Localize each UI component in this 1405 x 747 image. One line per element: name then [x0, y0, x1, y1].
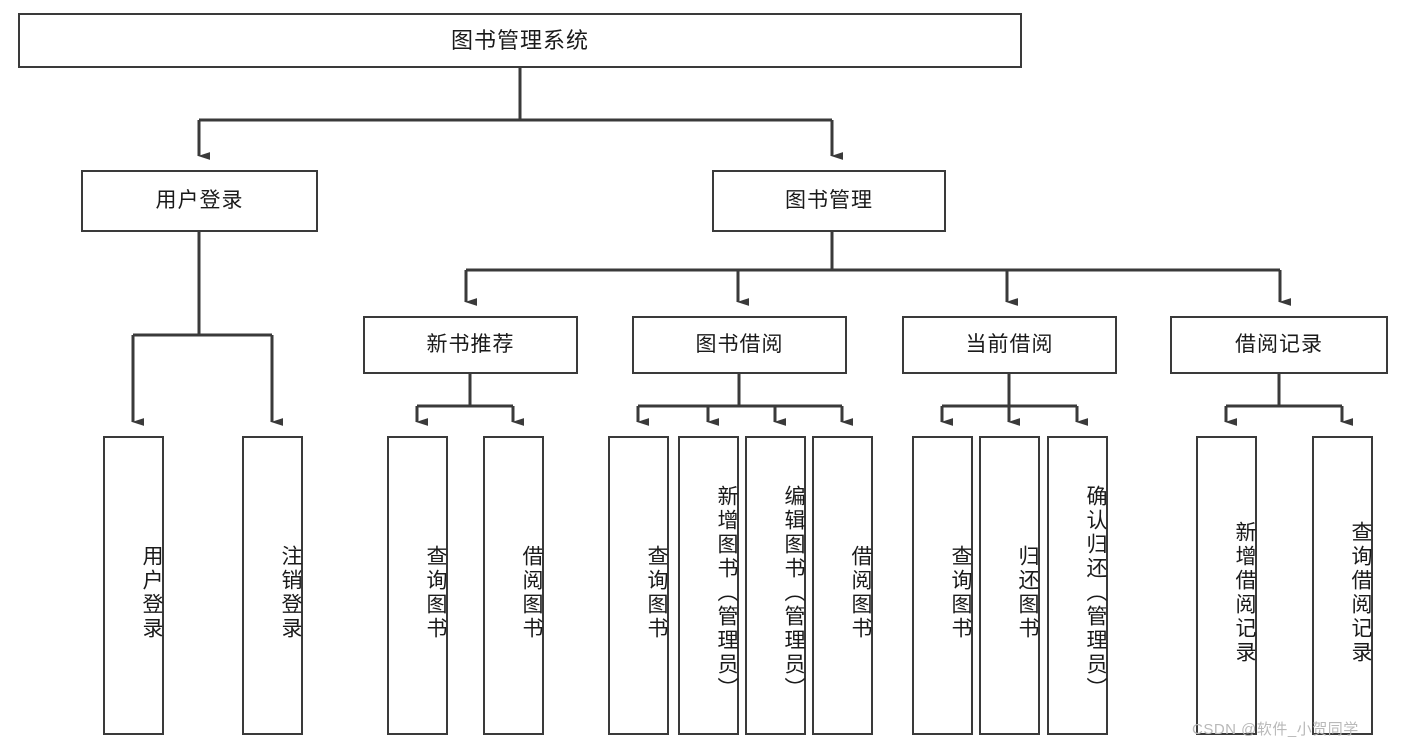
node-label: 用户登录: [140, 544, 163, 641]
node-new-book-recommend[interactable]: 新书推荐: [363, 316, 578, 374]
node-leaf-return-book[interactable]: 归还图书: [979, 436, 1040, 735]
node-label: 借阅记录: [1235, 332, 1323, 356]
node-label: 当前借阅: [965, 332, 1054, 356]
node-leaf-confirm-return[interactable]: 确认归还（管理员）: [1047, 436, 1108, 735]
node-book-manage[interactable]: 图书管理: [712, 170, 946, 232]
node-label: 查询图书: [424, 544, 447, 641]
node-leaf-add-book[interactable]: 新增图书（管理员）: [678, 436, 739, 735]
node-label: 新书推荐: [426, 332, 515, 356]
node-label: 编辑图书（管理员）: [782, 484, 805, 701]
node-leaf-query-book-recommend[interactable]: 查询图书: [387, 436, 448, 735]
node-label: 图书管理系统: [450, 27, 589, 53]
node-label: 图书管理: [785, 188, 873, 212]
node-label: 确认归还（管理员）: [1084, 484, 1107, 701]
node-label: 图书借阅: [695, 332, 784, 356]
node-label: 新增借阅记录: [1233, 520, 1256, 665]
node-leaf-query-borrow-record[interactable]: 查询借阅记录: [1312, 436, 1373, 735]
node-label: 借阅图书: [520, 544, 543, 641]
node-leaf-user-login[interactable]: 用户登录: [103, 436, 164, 735]
node-label: 归还图书: [1016, 544, 1039, 641]
node-leaf-query-book-borrow[interactable]: 查询图书: [608, 436, 669, 735]
node-label: 注销登录: [279, 544, 302, 641]
node-leaf-logout[interactable]: 注销登录: [242, 436, 303, 735]
node-root-book-management-system[interactable]: 图书管理系统: [18, 13, 1022, 68]
node-leaf-edit-book[interactable]: 编辑图书（管理员）: [745, 436, 806, 735]
node-leaf-query-book-current[interactable]: 查询图书: [912, 436, 973, 735]
node-label: 查询图书: [645, 544, 668, 641]
node-current-borrow[interactable]: 当前借阅: [902, 316, 1117, 374]
node-borrow-record[interactable]: 借阅记录: [1170, 316, 1388, 374]
node-label: 借阅图书: [849, 544, 872, 641]
node-leaf-borrow-book-recommend[interactable]: 借阅图书: [483, 436, 544, 735]
node-label: 新增图书（管理员）: [715, 484, 738, 701]
node-user-login[interactable]: 用户登录: [81, 170, 318, 232]
node-leaf-add-borrow-record[interactable]: 新增借阅记录: [1196, 436, 1257, 735]
node-book-borrow[interactable]: 图书借阅: [632, 316, 847, 374]
node-label: 查询借阅记录: [1349, 520, 1372, 665]
node-label: 查询图书: [949, 544, 972, 641]
node-leaf-borrow-book[interactable]: 借阅图书: [812, 436, 873, 735]
node-label: 用户登录: [155, 188, 244, 212]
watermark-csdn: CSDN @软件_小贺同学: [1192, 721, 1359, 738]
